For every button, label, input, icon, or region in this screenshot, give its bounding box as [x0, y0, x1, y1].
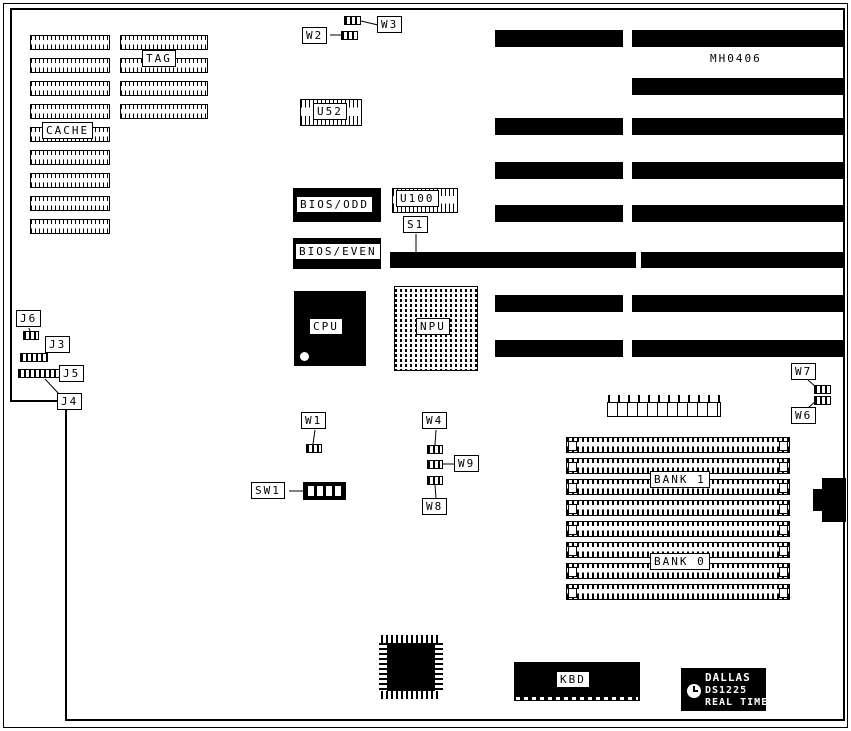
jumper-w7: [814, 385, 831, 394]
qfp-pins-left: [379, 643, 387, 691]
expansion-slot: [495, 30, 623, 47]
jumper-w1: [306, 444, 322, 453]
board-edge-left-upper: [10, 8, 12, 402]
label-bank1: BANK 1: [650, 471, 710, 488]
label-w3: W3: [377, 16, 403, 33]
simm-socket: [566, 437, 790, 453]
cache-chip: [30, 104, 110, 119]
label-kbd: KBD: [556, 671, 590, 688]
label-w7: W7: [791, 363, 817, 380]
cache-chip: [30, 35, 110, 50]
expansion-slot: [632, 78, 843, 95]
rtc-chip: DALLAS DS1225 REAL TIME: [681, 668, 769, 711]
board-edge-bottom: [65, 719, 845, 721]
label-npu: NPU: [416, 318, 450, 335]
label-bios-even: BIOS/EVEN: [295, 243, 381, 260]
image-frame: [3, 3, 848, 728]
label-bios-odd: BIOS/ODD: [296, 196, 373, 213]
label-sw1: SW1: [251, 482, 285, 499]
qfp-chip: [387, 643, 435, 691]
expansion-slot: [495, 205, 623, 222]
jumper-w9: [427, 460, 443, 469]
keyboard-din-connector-tab: [813, 489, 823, 511]
jumper-w6: [814, 396, 831, 405]
rtc-type: REAL TIME: [705, 697, 769, 708]
label-bank0: BANK 0: [650, 553, 710, 570]
clock-icon: [687, 684, 701, 698]
expansion-slot: [632, 340, 843, 357]
board-edge-left-lower: [65, 400, 67, 721]
jumper-w2: [341, 31, 358, 40]
simm-socket: [566, 584, 790, 600]
jumper-j5: [18, 369, 60, 378]
tag-chip: [120, 81, 208, 96]
jumper-j6: [23, 331, 39, 340]
expansion-slot: [495, 340, 623, 357]
jumper-w4: [427, 445, 443, 454]
label-j3: J3: [45, 336, 71, 353]
label-u52: U52: [313, 103, 347, 120]
expansion-slot: [495, 162, 623, 179]
header-pins: [608, 395, 720, 402]
cache-chip: [30, 196, 110, 211]
label-cpu: CPU: [309, 318, 343, 335]
tag-chip: [120, 104, 208, 119]
label-j5: J5: [59, 365, 85, 382]
switch-position: [317, 486, 323, 496]
cache-chip: [30, 58, 110, 73]
label-w2: W2: [302, 27, 328, 44]
simm-socket: [566, 521, 790, 537]
label-w1: W1: [301, 412, 327, 429]
cpu-pin1-dot: [300, 352, 309, 361]
dip-switch-sw1: [303, 482, 346, 500]
cache-chip: [30, 219, 110, 234]
rtc-model: DS1225: [705, 685, 748, 696]
tag-chip: [120, 35, 208, 50]
qfp-pins-top: [381, 635, 441, 643]
expansion-slot: [495, 295, 623, 312]
cache-label: CACHE: [42, 122, 94, 139]
chip-kbd: [514, 662, 640, 701]
expansion-slot: [632, 295, 843, 312]
board-edge-step: [10, 400, 67, 402]
expansion-slot: [641, 252, 843, 268]
switch-position: [335, 486, 341, 496]
label-j4: J4: [57, 393, 83, 410]
label-w6: W6: [791, 407, 817, 424]
label-s1: S1: [403, 216, 429, 233]
rtc-brand: DALLAS: [705, 671, 751, 684]
jumper-j3: [20, 353, 48, 362]
expansion-slot: [632, 30, 843, 47]
tag-label: TAG: [142, 50, 176, 67]
keyboard-din-connector: [822, 478, 846, 522]
switch-position: [308, 486, 314, 496]
board-edge-top: [10, 8, 845, 10]
expansion-slot: [632, 205, 843, 222]
label-w4: W4: [422, 412, 448, 429]
pin-header: [607, 402, 721, 417]
board-edge-right: [843, 8, 845, 721]
expansion-slot: [632, 162, 843, 179]
switch-position: [326, 486, 332, 496]
label-w8: W8: [422, 498, 448, 515]
cache-chip: [30, 150, 110, 165]
jumper-w3: [344, 16, 361, 25]
label-w9: W9: [454, 455, 480, 472]
cache-chip: [30, 81, 110, 96]
qfp-pins-right: [435, 643, 443, 691]
part-number: MH0406: [710, 52, 762, 65]
qfp-pins-bottom: [381, 691, 441, 699]
expansion-slot: [632, 118, 843, 135]
slot-s1: [390, 252, 636, 268]
label-j6: J6: [16, 310, 42, 327]
jumper-w8: [427, 476, 443, 485]
label-u100: U100: [396, 190, 439, 207]
expansion-slot: [495, 118, 623, 135]
simm-socket: [566, 500, 790, 516]
cache-chip: [30, 173, 110, 188]
